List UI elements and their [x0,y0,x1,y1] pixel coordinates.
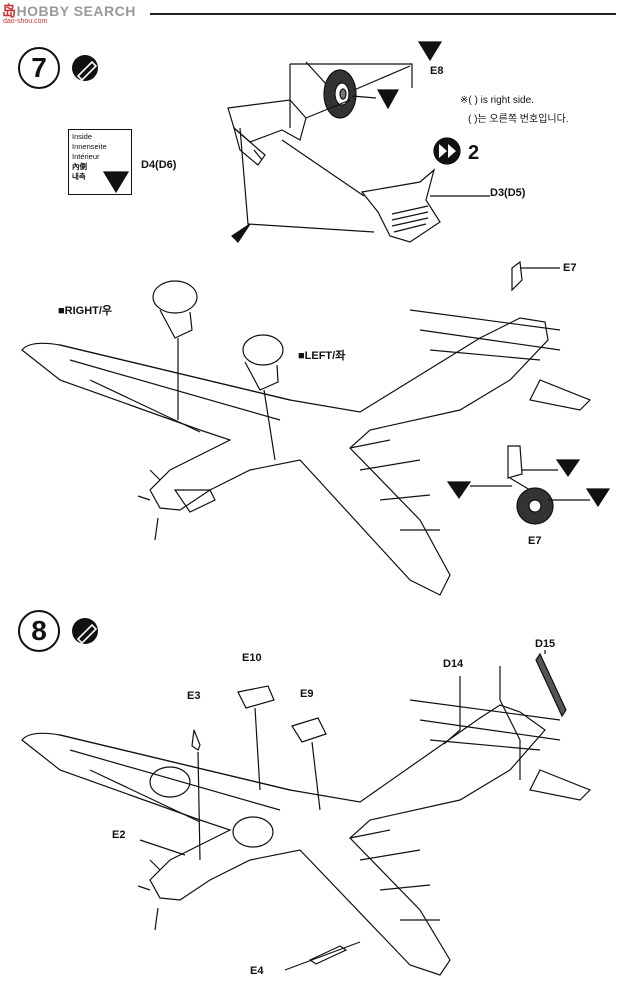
header-rule [150,13,616,15]
aircraft-step8 [21,650,592,976]
aircraft-step7 [21,260,592,596]
inside-label-en: Inside [72,132,93,141]
callout-triangle-11-bottom [446,481,472,500]
label-e7-top: E7 [563,262,577,274]
inside-label-jp: 內側 [72,162,87,171]
repeat-arrows-icon [433,137,461,165]
tail-wheel-detail [470,445,590,525]
note-right-side-kr: ( )는 오른쪽 번호입니다. [468,114,569,125]
label-e3: E3 [187,690,201,702]
inside-label-de: Innenseite [72,142,107,151]
step-8-number: 8 [18,610,60,652]
cement-pen-icon [76,60,98,645]
callout-triangle-1-top [417,41,443,62]
label-e2: E2 [112,829,126,841]
watermark-sub: dao-shou.com [3,18,48,25]
label-d4: D4(D6) [141,159,177,171]
label-e4: E4 [250,965,264,977]
inside-label-kr: 내측 [72,172,86,181]
label-e10: E10 [242,652,262,664]
wheel-e8 [323,69,357,119]
label-d3: D3(D5) [490,187,526,199]
watermark: 岛HOBBY SEARCH [2,1,136,21]
label-d14: D14 [443,658,464,670]
label-left: ■LEFT/좌 [298,350,346,362]
inside-label-fr: Intérieur [72,152,100,161]
step-7-number: 7 [18,47,60,89]
inside-color-box: Inside Innenseite Intérieur 內側 내측 [68,129,132,195]
label-e8: E8 [430,65,444,77]
repeat-count: 2 [468,142,480,164]
gear-leg-d4 [227,99,307,166]
label-right: ■RIGHT/우 [58,305,113,317]
callout-triangle-1-bottom [585,488,611,508]
label-e7-bottom: E7 [528,535,542,547]
ref-triangle-icon [102,171,130,194]
gear-leg-d3 [360,168,441,243]
watermark-text: HOBBY SEARCH [16,3,136,19]
watermark-brand-a: 岛 [2,3,17,19]
callout-triangle-3 [555,459,581,478]
callout-triangle-11-top [376,89,400,110]
note-right-side-en: ※( ) is right side. [460,95,534,106]
label-e9: E9 [300,688,314,700]
label-d15: D15 [535,638,556,650]
